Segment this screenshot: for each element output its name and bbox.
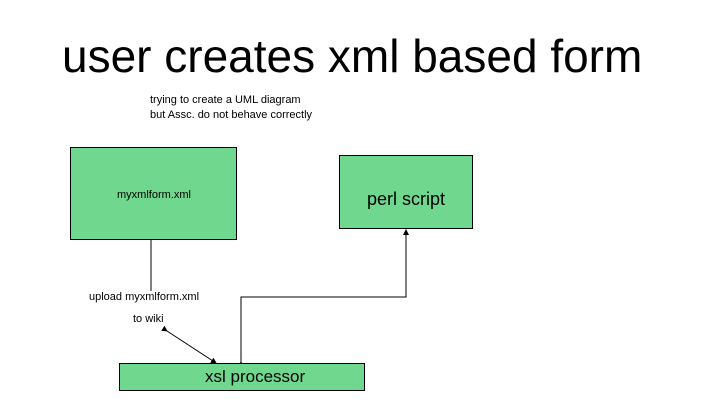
wiki-to-xsl-connector xyxy=(161,325,217,364)
xml-form-label: myxmlform.xml xyxy=(117,189,191,201)
xml-form-node: myxmlform.xml xyxy=(70,147,237,240)
diagram-note: trying to create a UML diagram but Assc.… xyxy=(150,93,312,123)
upload-edge-label: upload myxmlform.xml xyxy=(89,291,200,303)
note-line-1: trying to create a UML diagram xyxy=(150,94,301,106)
note-line-2: but Assc. do not behave correctly xyxy=(150,109,313,121)
perl-script-node: perl script xyxy=(339,155,473,229)
xsl-processor-node: xsl processor xyxy=(119,363,365,391)
diagram-title: user creates xml based form xyxy=(62,30,643,82)
xsl-processor-label: xsl processor xyxy=(205,367,306,386)
to-wiki-edge-label: to wiki xyxy=(133,313,164,325)
perl-script-label: perl script xyxy=(367,189,446,209)
xsl-to-perl-connector xyxy=(238,229,409,367)
